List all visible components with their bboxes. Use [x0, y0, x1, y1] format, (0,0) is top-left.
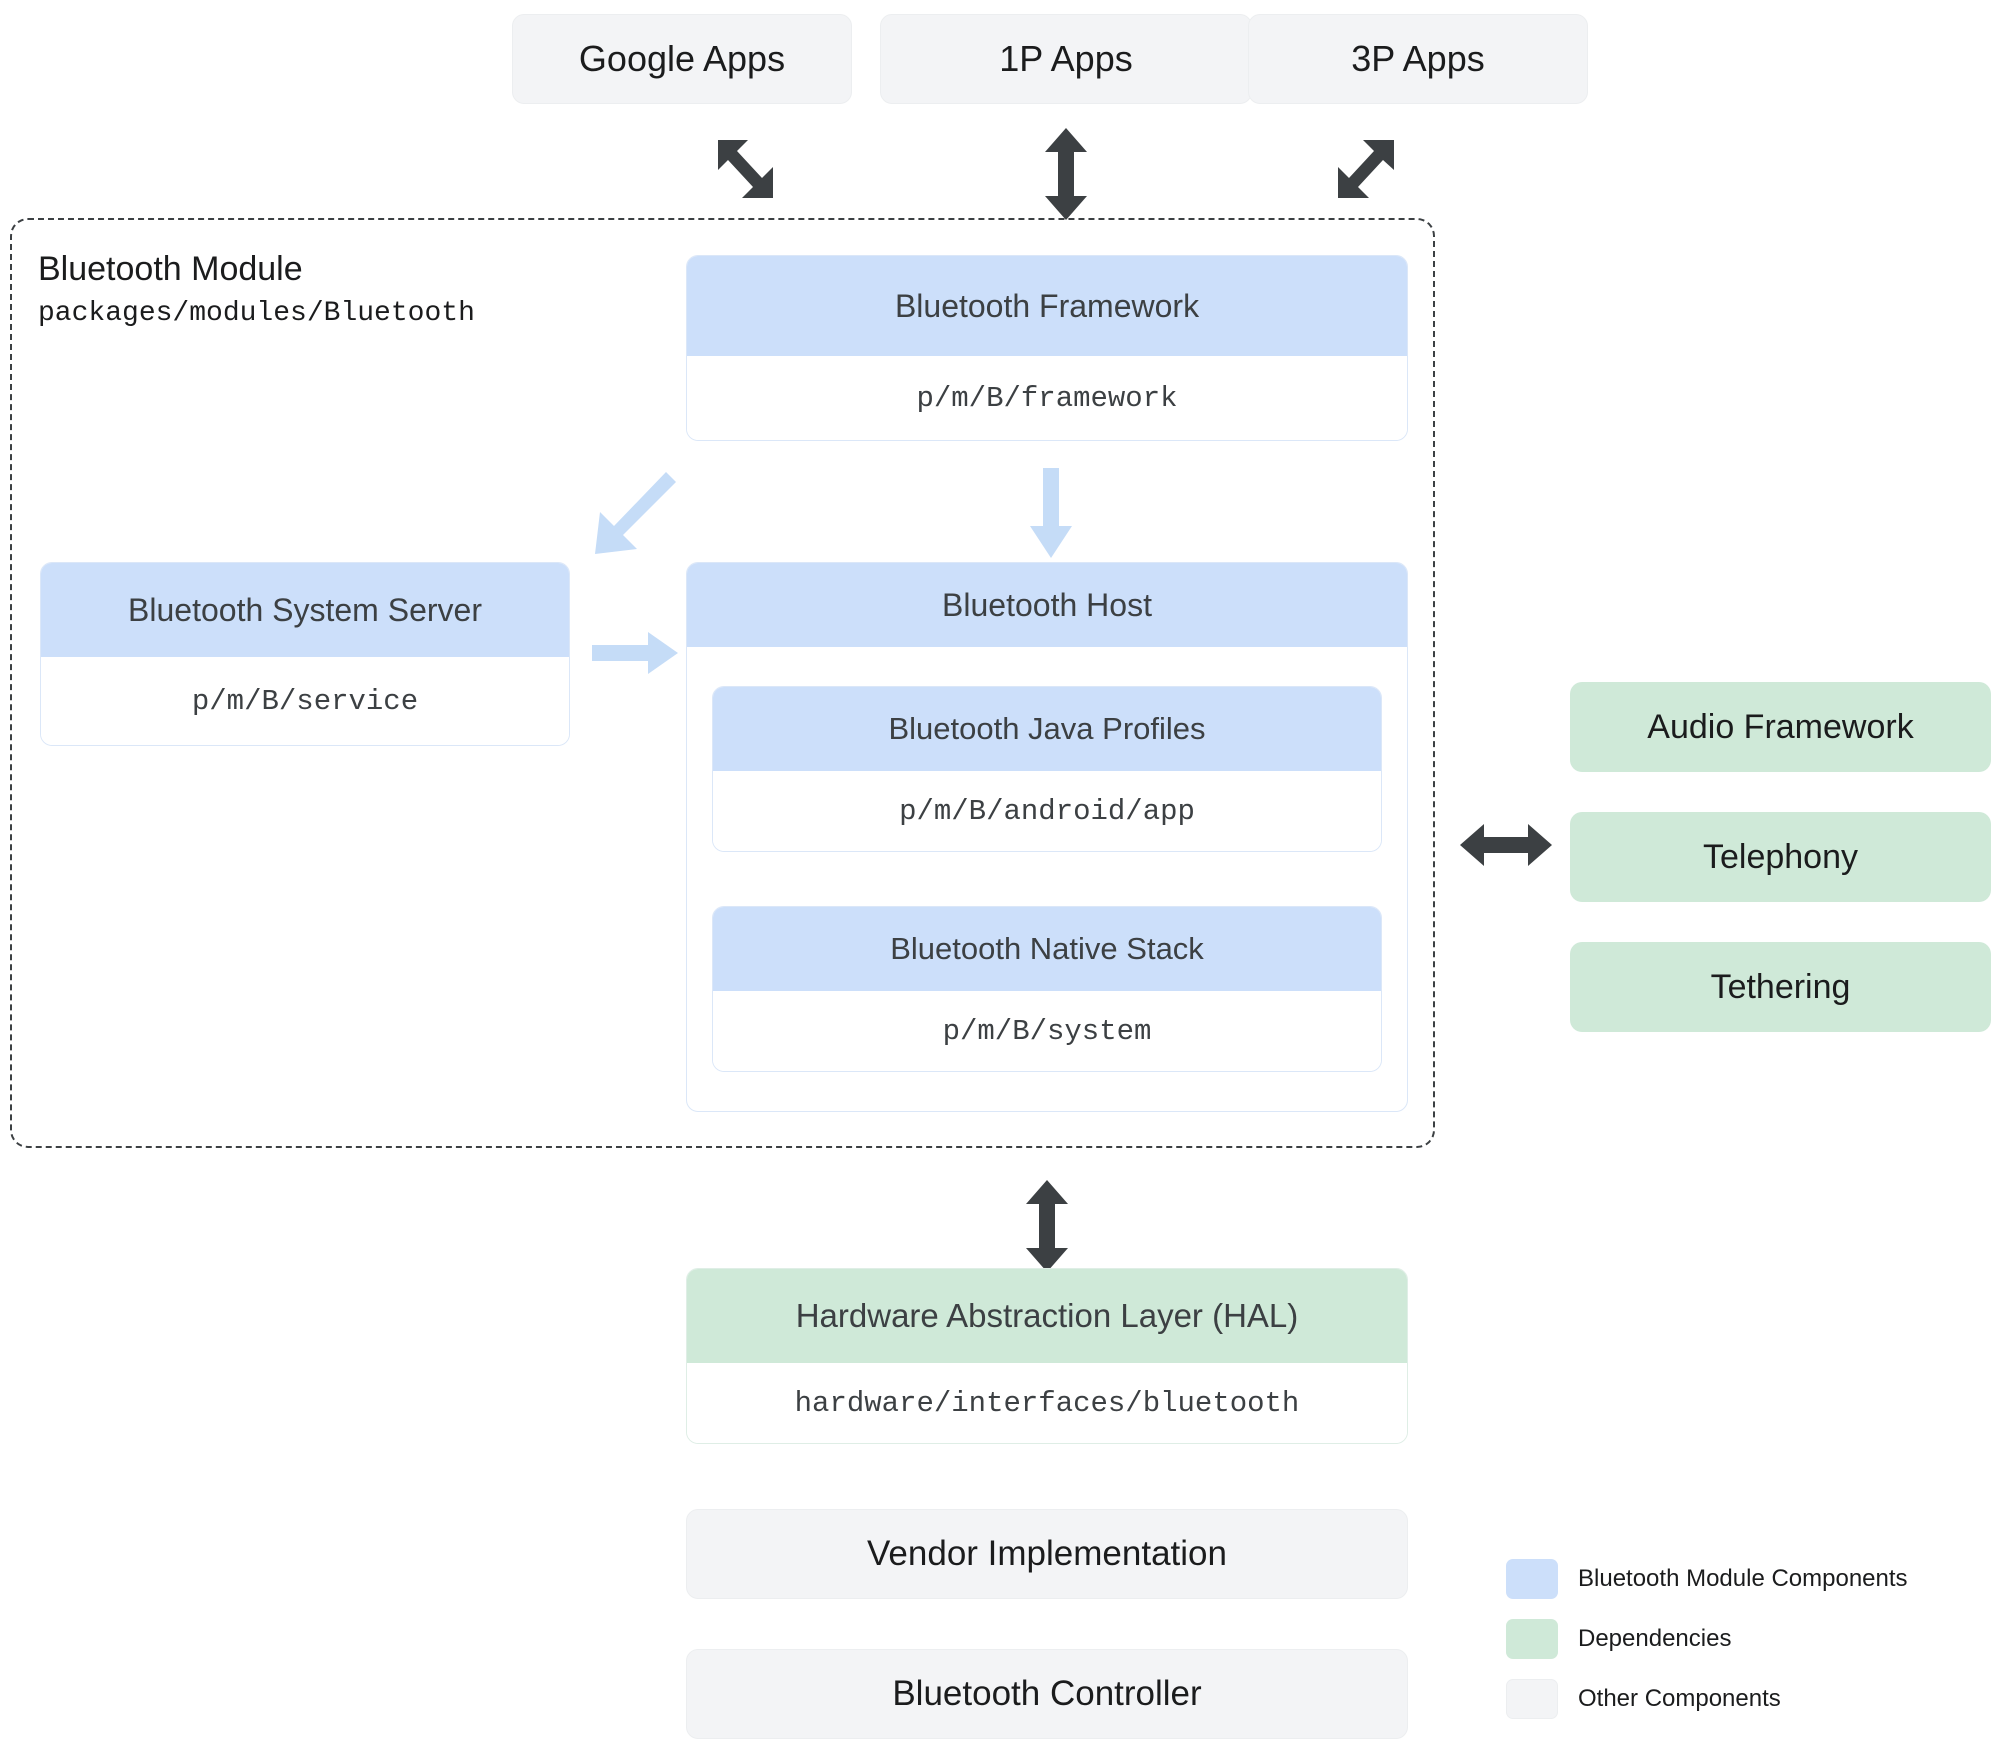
legend-swatch-dependencies [1506, 1619, 1558, 1659]
app-box-1p-apps-label: 1P Apps [999, 38, 1133, 79]
native-stack-title-text: Bluetooth Native Stack [890, 931, 1204, 966]
card-bluetooth-java-profiles-path: p/m/B/android/app [713, 771, 1381, 851]
module-title: Bluetooth Module [38, 250, 303, 288]
native-stack-path-text: p/m/B/system [942, 1014, 1152, 1048]
arrow-3p-apps-to-module [1338, 140, 1394, 198]
dependency-box-tethering[interactable]: Tethering [1570, 942, 1991, 1032]
arrow-host-to-dependencies [1460, 824, 1552, 866]
legend-label-other-components: Other Components [1578, 1685, 1781, 1712]
bluetooth-module-container [10, 218, 1435, 1148]
system-server-path-text: p/m/B/service [191, 684, 419, 718]
card-bluetooth-framework-path: p/m/B/framework [687, 356, 1407, 440]
arrow-1p-apps-to-module [1045, 128, 1087, 220]
card-hal-title: Hardware Abstraction Layer (HAL) [687, 1269, 1407, 1363]
vendor-implementation-label: Vendor Implementation [867, 1534, 1227, 1573]
app-box-3p-apps[interactable]: 3P Apps [1248, 14, 1588, 104]
legend-row-dependencies: Dependencies [1506, 1618, 1908, 1660]
hal-title-text: Hardware Abstraction Layer (HAL) [795, 1297, 1299, 1334]
hal-path-text: hardware/interfaces/bluetooth [794, 1386, 1300, 1420]
legend-label-module-components: Bluetooth Module Components [1578, 1565, 1908, 1592]
app-box-1p-apps[interactable]: 1P Apps [880, 14, 1252, 104]
dependency-box-telephony[interactable]: Telephony [1570, 812, 1991, 902]
java-profiles-title-text: Bluetooth Java Profiles [888, 711, 1206, 746]
app-box-google-apps-label: Google Apps [578, 38, 786, 79]
framework-title-text: Bluetooth Framework [894, 287, 1200, 324]
system-server-title-text: Bluetooth System Server [128, 591, 482, 628]
card-bluetooth-system-server-title: Bluetooth System Server [41, 563, 569, 657]
legend-row-module-components: Bluetooth Module Components [1506, 1558, 1908, 1600]
arrow-framework-to-system-server [595, 472, 676, 554]
card-bluetooth-native-stack-path: p/m/B/system [713, 991, 1381, 1071]
bluetooth-controller-label: Bluetooth Controller [892, 1674, 1202, 1713]
card-bluetooth-host-title: Bluetooth Host [687, 563, 1407, 647]
card-bluetooth-java-profiles-title: Bluetooth Java Profiles [713, 687, 1381, 771]
dependency-audio-framework-label: Audio Framework [1647, 707, 1914, 746]
box-vendor-implementation[interactable]: Vendor Implementation [686, 1509, 1408, 1599]
box-bluetooth-controller[interactable]: Bluetooth Controller [686, 1649, 1408, 1739]
legend: Bluetooth Module Components Dependencies… [1506, 1558, 1908, 1738]
java-profiles-path-text: p/m/B/android/app [899, 794, 1195, 828]
legend-label-dependencies: Dependencies [1578, 1625, 1732, 1652]
framework-path-text: p/m/B/framework [916, 381, 1178, 415]
card-bluetooth-system-server[interactable]: Bluetooth System Server p/m/B/service [40, 562, 570, 746]
arrow-system-server-to-host [592, 632, 678, 674]
arrow-module-to-hal [1026, 1180, 1068, 1272]
card-bluetooth-java-profiles[interactable]: Bluetooth Java Profiles p/m/B/android/ap… [712, 686, 1382, 852]
module-path: packages/modules/Bluetooth [38, 298, 475, 329]
legend-swatch-module-components [1506, 1559, 1558, 1599]
dependency-box-audio-framework[interactable]: Audio Framework [1570, 682, 1991, 772]
app-box-google-apps[interactable]: Google Apps [512, 14, 852, 104]
card-bluetooth-framework[interactable]: Bluetooth Framework p/m/B/framework [686, 255, 1408, 441]
legend-row-other-components: Other Components [1506, 1678, 1908, 1720]
card-bluetooth-system-server-path: p/m/B/service [41, 657, 569, 745]
dependency-telephony-label: Telephony [1702, 837, 1858, 876]
arrow-framework-to-host [1030, 468, 1072, 558]
arrow-google-apps-to-module [718, 140, 773, 198]
card-bluetooth-framework-title: Bluetooth Framework [687, 256, 1407, 356]
card-hal[interactable]: Hardware Abstraction Layer (HAL) hardwar… [686, 1268, 1408, 1444]
card-hal-path: hardware/interfaces/bluetooth [687, 1363, 1407, 1443]
app-box-3p-apps-label: 3P Apps [1351, 38, 1485, 79]
host-title-text: Bluetooth Host [942, 586, 1152, 623]
card-bluetooth-native-stack[interactable]: Bluetooth Native Stack p/m/B/system [712, 906, 1382, 1072]
card-bluetooth-native-stack-title: Bluetooth Native Stack [713, 907, 1381, 991]
dependency-tethering-label: Tethering [1710, 967, 1851, 1006]
legend-swatch-other-components [1506, 1679, 1558, 1719]
